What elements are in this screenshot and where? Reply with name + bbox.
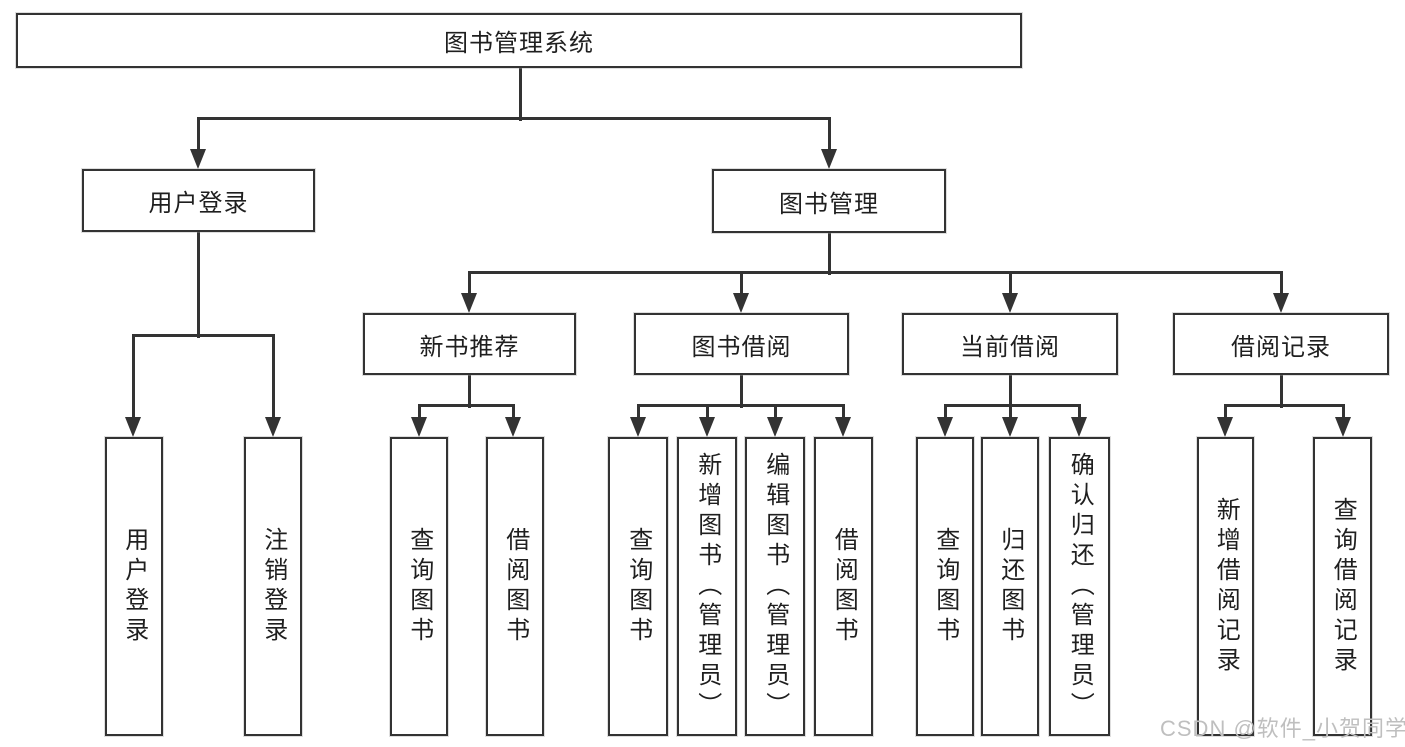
connector-line [467, 270, 1283, 274]
arrowhead-icon [937, 417, 953, 437]
connector-line [196, 118, 200, 153]
arrowhead-icon [411, 417, 427, 437]
leaf-logout: 注销登录 [244, 437, 302, 736]
arrowhead-icon [265, 417, 281, 437]
arrowhead-icon [835, 417, 851, 437]
connector-line [518, 68, 522, 121]
connector-line [1223, 405, 1227, 421]
node-current-borrowing: 当前借阅 [902, 313, 1118, 375]
node-user-login: 用户登录 [82, 169, 315, 232]
arrowhead-icon [733, 293, 749, 313]
leaf-nb-borrow-books-label: 借阅图书 [501, 526, 529, 647]
arrowhead-icon [461, 293, 477, 313]
node-book-borrowing-label: 图书借阅 [691, 333, 792, 361]
connector-line [1223, 403, 1345, 407]
connector-line [417, 405, 421, 421]
connector-line [943, 405, 947, 421]
leaf-br-add-record: 新增借阅记录 [1197, 437, 1254, 736]
node-book-borrowing: 图书借阅 [634, 313, 849, 375]
arrowhead-icon [190, 149, 206, 169]
arrowhead-icon [125, 417, 141, 437]
node-user-login-label: 用户登录 [148, 190, 249, 217]
leaf-cb-confirm-return-label: 确认归还（管理员） [1066, 451, 1094, 722]
connector-line [271, 335, 275, 421]
arrowhead-icon [1217, 417, 1233, 437]
connector-line [196, 116, 831, 120]
leaf-bb-edit-books-label: 编辑图书（管理员） [761, 451, 789, 722]
leaf-bb-query-books: 查询图书 [608, 437, 668, 736]
arrowhead-icon [1273, 293, 1289, 313]
leaf-bb-borrow-books: 借阅图书 [814, 437, 873, 736]
connector-line [131, 333, 275, 337]
connector-line [636, 403, 845, 407]
connector-line [417, 403, 515, 407]
connector-line [739, 375, 743, 408]
leaf-bb-add-books-label: 新增图书（管理员） [693, 451, 721, 722]
leaf-cb-return-books: 归还图书 [981, 437, 1039, 736]
connector-line [1341, 405, 1345, 421]
arrowhead-icon [821, 149, 837, 169]
node-book-management-label: 图书管理 [779, 190, 879, 218]
leaf-nb-query-books-label: 查询图书 [405, 526, 433, 647]
leaf-bb-add-books: 新增图书（管理员） [677, 437, 737, 736]
leaf-bb-edit-books: 编辑图书（管理员） [745, 437, 805, 736]
leaf-logout-label: 注销登录 [259, 526, 287, 647]
leaf-br-query-record-label: 查询借阅记录 [1329, 496, 1357, 677]
node-new-book-recommendation: 新书推荐 [363, 313, 576, 375]
connector-line [1279, 272, 1283, 297]
node-root: 图书管理系统 [16, 13, 1022, 68]
connector-line [467, 375, 471, 408]
node-new-book-recommendation-label: 新书推荐 [419, 333, 520, 361]
leaf-nb-borrow-books: 借阅图书 [486, 437, 544, 736]
leaf-cb-query-books-label: 查询图书 [931, 526, 959, 647]
connector-line [467, 272, 471, 297]
connector-line [1279, 375, 1283, 408]
leaf-br-query-record: 查询借阅记录 [1313, 437, 1372, 736]
arrowhead-icon [767, 417, 783, 437]
connector-line [943, 403, 1081, 407]
leaf-cb-confirm-return: 确认归还（管理员） [1049, 437, 1110, 736]
connector-line [511, 405, 515, 421]
arrowhead-icon [1002, 417, 1018, 437]
arrowhead-icon [630, 417, 646, 437]
arrowhead-icon [1071, 417, 1087, 437]
node-current-borrowing-label: 当前借阅 [960, 333, 1060, 361]
leaf-user-login-label: 用户登录 [120, 526, 148, 647]
connector-line [705, 405, 709, 421]
arrowhead-icon [1335, 417, 1351, 437]
watermark: CSDN @软件_小贺同学 [1160, 716, 1405, 741]
leaf-cb-return-books-label: 归还图书 [996, 526, 1024, 647]
connector-line [1008, 375, 1012, 408]
leaf-user-login: 用户登录 [105, 437, 163, 736]
arrowhead-icon [505, 417, 521, 437]
connector-line [827, 232, 831, 275]
connector-line [827, 118, 831, 153]
arrowhead-icon [1002, 293, 1018, 313]
leaf-br-add-record-label: 新增借阅记录 [1212, 496, 1240, 677]
connector-line [636, 405, 640, 421]
connector-line [1008, 405, 1012, 421]
connector-line [841, 405, 845, 421]
node-root-label: 图书管理系统 [444, 30, 594, 57]
arrowhead-icon [699, 417, 715, 437]
connector-line [196, 232, 200, 338]
node-borrowing-records-label: 借阅记录 [1231, 333, 1331, 361]
leaf-cb-query-books: 查询图书 [916, 437, 974, 736]
connector-line [739, 272, 743, 297]
node-borrowing-records: 借阅记录 [1173, 313, 1389, 375]
connector-line [1077, 405, 1081, 421]
connector-line [131, 335, 135, 421]
leaf-nb-query-books: 查询图书 [390, 437, 448, 736]
connector-line [773, 405, 777, 421]
leaf-bb-query-books-label: 查询图书 [624, 526, 652, 647]
node-book-management: 图书管理 [712, 169, 946, 233]
connector-line [1008, 272, 1012, 297]
leaf-bb-borrow-books-label: 借阅图书 [830, 526, 858, 647]
